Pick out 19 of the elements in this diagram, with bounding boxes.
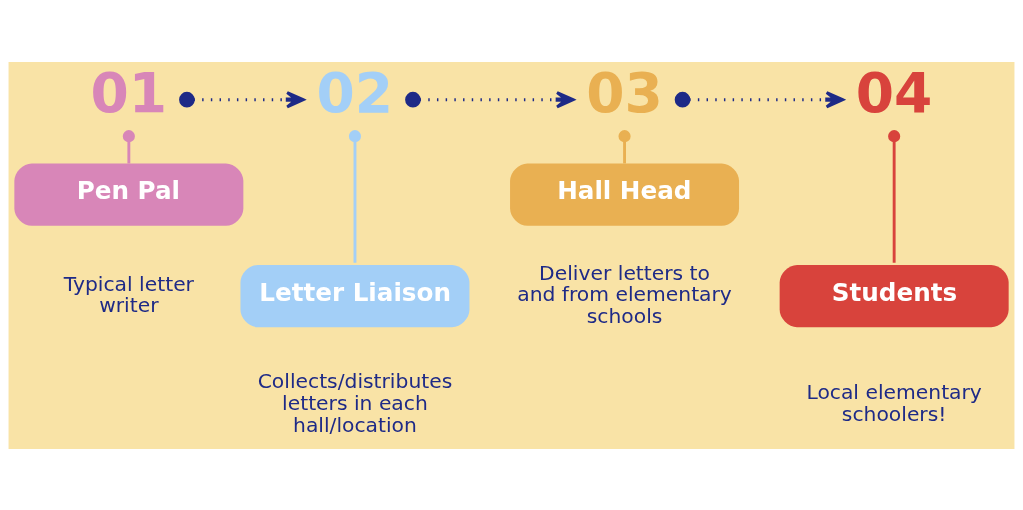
- node-text: 01: [90, 60, 168, 125]
- arrow: [405, 90, 575, 108]
- node-text: 02: [316, 60, 394, 125]
- node-box: Letter Liaison: [240, 264, 470, 327]
- connector: [888, 129, 901, 263]
- node-box: Students: [779, 264, 1009, 327]
- connector: [618, 129, 631, 163]
- node-label: Typical letter writer: [63, 271, 194, 317]
- arrow: [674, 90, 845, 108]
- node-box: Pen Pal: [14, 162, 244, 226]
- node-text: 04: [855, 60, 933, 125]
- node-label: Local elementary schoolers!: [806, 379, 982, 426]
- connector: [348, 129, 362, 263]
- node-label: Deliver letters to and from elementary schools: [517, 260, 732, 328]
- node-box: Hall Head: [510, 162, 740, 226]
- node-label: Collects/distributes letters in each hall/location: [257, 368, 453, 437]
- node-text: 03: [586, 60, 663, 125]
- connector: [122, 129, 135, 163]
- arrow: [179, 90, 305, 108]
